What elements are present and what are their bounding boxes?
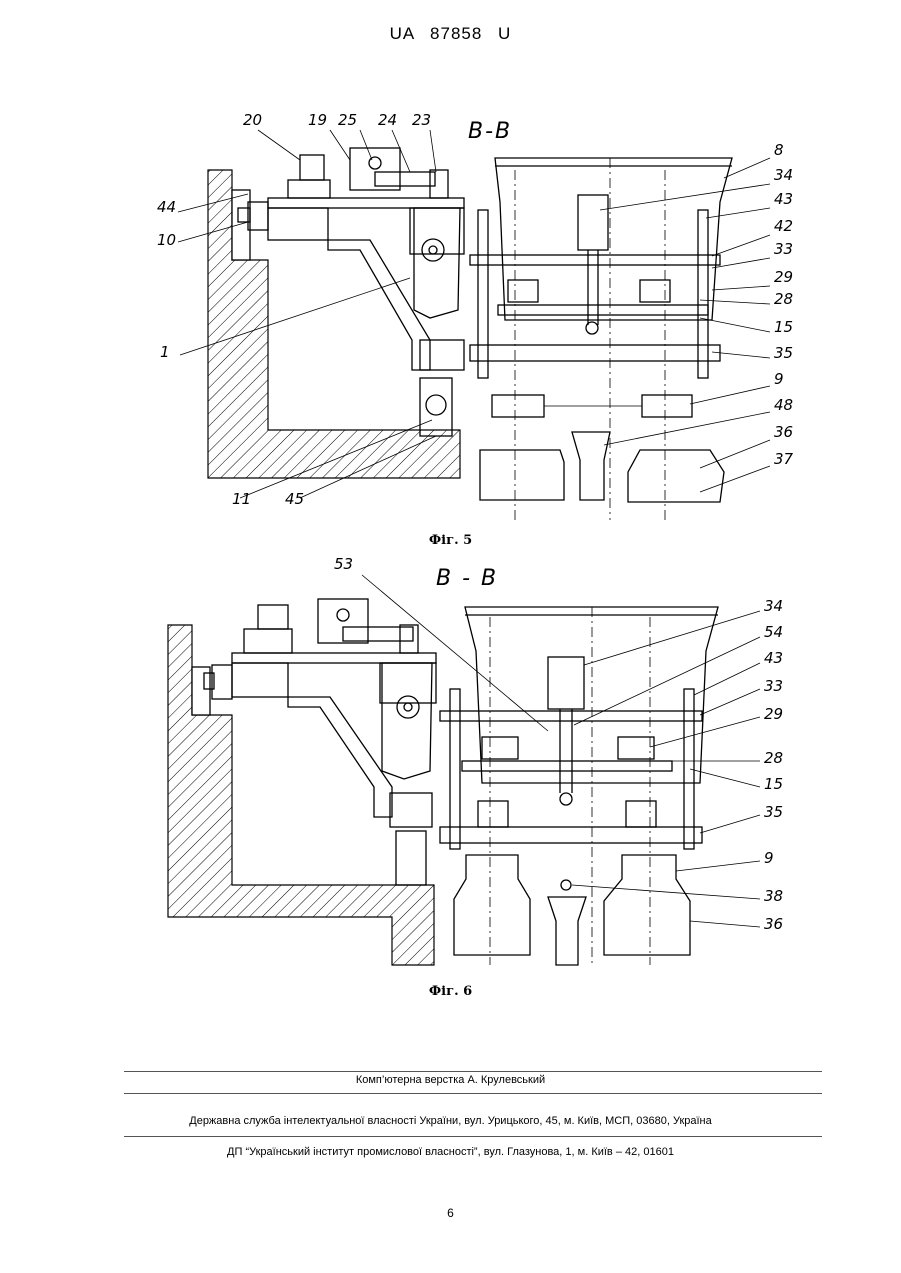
fig6-label: 53 [334,555,353,573]
fig6-label: 34 [764,597,783,615]
fig5-label: 1 [160,343,170,361]
figure-5-caption: Фіг. 5 [0,533,901,548]
figure-5-drawing: В-В 20 19 25 24 23 8 34 43 42 33 29 28 1… [0,100,901,530]
fig6-label: 35 [764,803,783,821]
fig6-label: 38 [764,887,783,905]
fig5-label: 28 [774,290,793,308]
fig5-label: 29 [774,268,793,286]
figure-5-section-label: В-В [468,119,512,144]
fig5-label: 25 [338,111,357,129]
fig5-label: 43 [774,190,793,208]
patent-number: UA 87858 U [0,24,901,44]
institute-address: ДП “Український інститут промислової вла… [0,1146,901,1158]
fig6-label: 43 [764,649,783,667]
fig5-label: 11 [232,490,251,508]
footer-divider [124,1071,822,1072]
fig6-label: 15 [764,775,783,793]
fig5-label: 45 [285,490,304,508]
fig5-label: 23 [412,111,431,129]
fig5-label: 34 [774,166,793,184]
fig5-label: 42 [774,217,793,235]
fig5-label: 24 [378,111,397,129]
figure-6-caption: Фіг. 6 [0,984,901,999]
fig5-label: 15 [774,318,793,336]
layout-credit: Комп’ютерна верстка А. Крулевський [0,1074,901,1086]
fig6-label: 28 [764,749,783,767]
figure-6-section-label: В - В [436,566,498,591]
fig6-label: 33 [764,677,783,695]
fig6-label: 9 [764,849,774,867]
fig5-label: 19 [308,111,327,129]
fig5-label: 8 [774,141,784,159]
footer-divider [124,1136,822,1137]
fig5-label: 36 [774,423,793,441]
figure-6-drawing: В - В 53 34 54 43 33 29 28 15 35 9 38 36 [0,555,901,975]
fig6-label: 54 [764,623,783,641]
fig5-label: 10 [157,231,176,249]
fig5-label: 20 [243,111,262,129]
fig5-label: 9 [774,370,784,388]
fig5-label: 35 [774,344,793,362]
footer-divider [124,1093,822,1094]
page-number: 6 [0,1206,901,1220]
agency-address: Державна служба інтелектуальної власност… [0,1115,901,1127]
fig5-label: 48 [774,396,793,414]
fig5-label: 44 [157,198,176,216]
fig6-label: 29 [764,705,783,723]
fig6-label: 36 [764,915,783,933]
fig5-label: 33 [774,240,793,258]
fig5-label: 37 [774,450,794,468]
